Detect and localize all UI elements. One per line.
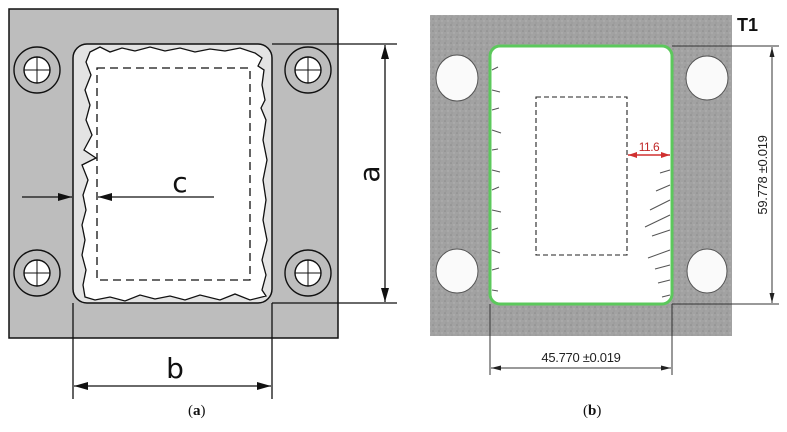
edge-fibers — [491, 66, 671, 298]
hole-bottom-right — [686, 248, 728, 294]
dimension-c: c — [22, 166, 214, 201]
inner-dashed-rect — [96, 67, 251, 281]
dimension-a: a — [272, 43, 397, 304]
offset-value: 11.6 — [639, 140, 660, 154]
bolt-hole-top-left — [13, 46, 61, 94]
height-dimension: 59.778 ±0.019 — [672, 45, 779, 305]
bolt-hole-bottom-right — [284, 249, 332, 297]
caption-a: (a) — [188, 403, 206, 419]
bolt-hole-bottom-left — [13, 249, 61, 297]
width-value: 45.770 ±0.019 — [541, 350, 620, 365]
hole-top-right — [685, 55, 729, 101]
hole-top-left — [435, 54, 479, 102]
label-b: b — [166, 352, 184, 385]
schematic-drawing: a b c — [8, 8, 397, 399]
measured-specimen-photo: 11.6 59.778 ±0.019 45.770 ±0.019 T1 — [430, 15, 779, 375]
height-value: 59.778 ±0.019 — [755, 135, 770, 214]
caption-b: (b) — [583, 403, 602, 419]
width-dimension: 45.770 ±0.019 — [489, 304, 673, 375]
panel-b-photograph: 11.6 59.778 ±0.019 45.770 ±0.019 T1 (b) — [400, 0, 787, 432]
bolt-hole-top-right — [284, 46, 332, 94]
rough-edge-contour — [81, 46, 268, 302]
label-c: c — [172, 166, 187, 199]
dimension-b: b — [72, 303, 273, 399]
offset-measurement: 11.6 — [628, 140, 670, 158]
sample-label: T1 — [737, 15, 758, 35]
specimen-window — [488, 44, 674, 306]
label-a: a — [353, 165, 386, 182]
inspection-dashed-rect — [535, 96, 628, 256]
hole-bottom-left — [435, 248, 479, 294]
panel-a-schematic: a b c (a) — [8, 8, 397, 419]
